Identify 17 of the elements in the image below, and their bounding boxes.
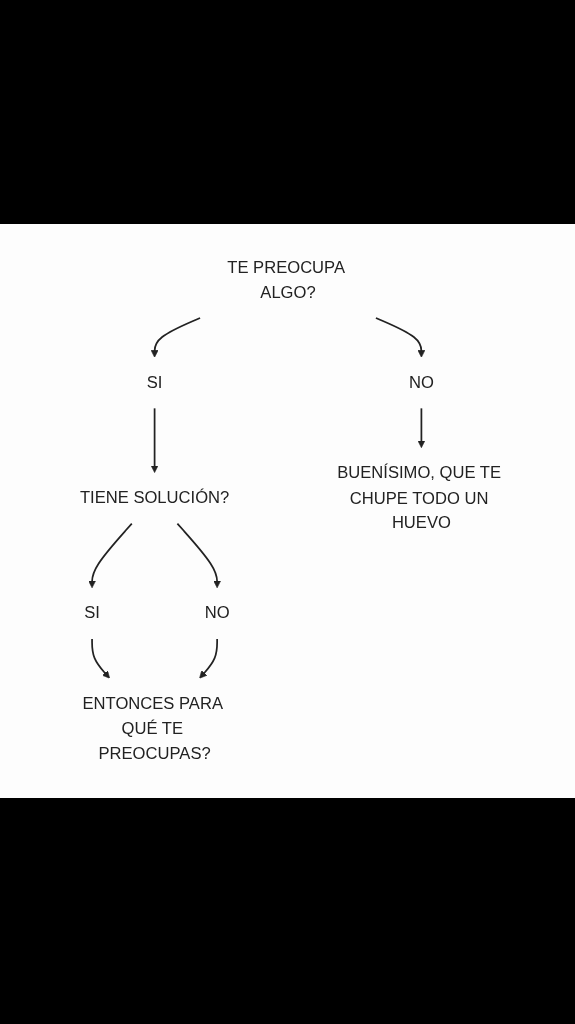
node-text: ENTONCES PARA QUÉ TE PREOCUPAS? — [82, 694, 222, 763]
arrow — [87, 523, 133, 589]
arrow — [417, 407, 425, 449]
arrow — [198, 638, 218, 679]
arrow — [176, 523, 221, 589]
node-text: NO — [408, 373, 434, 392]
node-text: SI — [146, 373, 162, 392]
node-text: NO — [204, 604, 230, 623]
page-background: TE PREOCUPA ALGO? SI NO TIENE SOLUCIÓN? BUENÍSIMO, QUE TE CHUPE TODO UN HUEVO SI NO ENTONCES PARA QUÉ TE PREOCUPAS? — [0, 224, 575, 798]
arrow — [150, 407, 158, 474]
node-text: TIENE SOLUCIÓN? — [79, 488, 229, 508]
arrow — [374, 317, 425, 359]
node-text: SI — [83, 604, 100, 623]
node-text: BUENÍSIMO, QUE TE CHUPE TODO UN HUEVO — [336, 463, 501, 532]
arrow — [90, 638, 110, 679]
arrow — [150, 317, 201, 359]
node-text: TE PREOCUPA ALGO? — [226, 258, 344, 302]
